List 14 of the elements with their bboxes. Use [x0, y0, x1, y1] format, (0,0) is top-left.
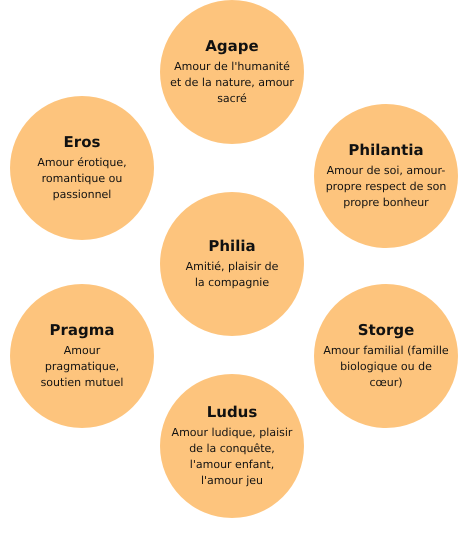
- node-description: Amour pragmatique, soutien mutuel: [40, 343, 124, 391]
- node-description: Amour de l'humanité et de la nature, amour sacré: [169, 59, 295, 107]
- node-title: Eros: [64, 133, 100, 151]
- node-title: Philia: [208, 237, 256, 255]
- node-title: Ludus: [206, 403, 258, 421]
- node-description: Amour de soi, amour-propre respect de son propre bonheur: [324, 163, 448, 211]
- node-description: Amitié, plaisir de la compagnie: [184, 259, 280, 291]
- node-description: Amour ludique, plaisir de la conquête, l'amour enfant, l'amour jeu: [170, 425, 294, 489]
- node-title: Pragma: [49, 321, 114, 339]
- node-title: Philantia: [348, 141, 424, 159]
- node-description: Amour familial (famille biologique ou de cœur): [322, 343, 450, 391]
- node-title: Agape: [205, 37, 259, 55]
- node-title: Storge: [358, 321, 414, 339]
- node-description: Amour érotique, romantique ou passionnel: [36, 155, 128, 203]
